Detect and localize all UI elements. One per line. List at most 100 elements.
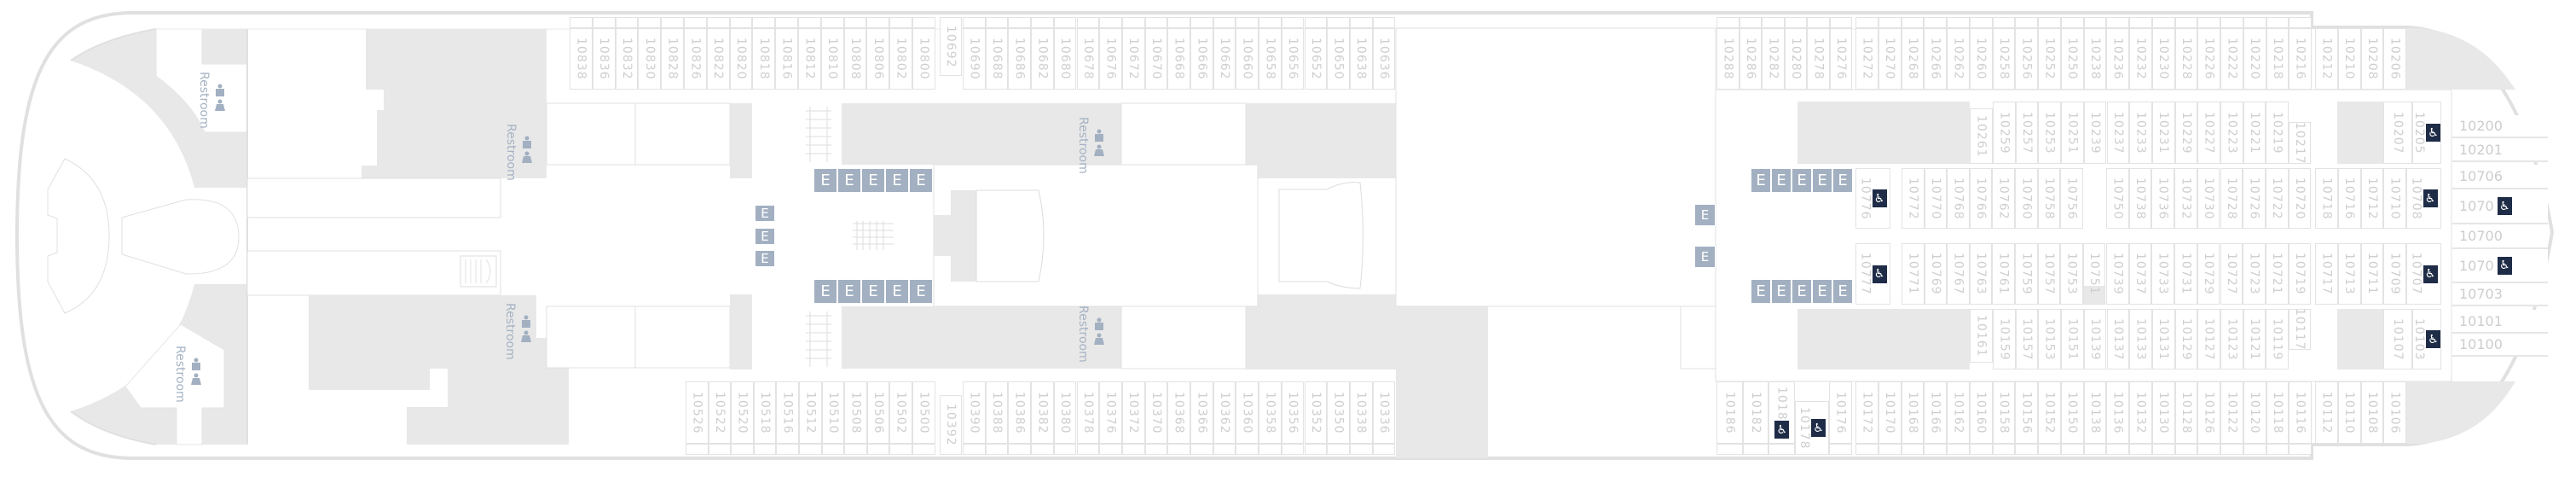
cabin[interactable]: 10212: [2315, 28, 2338, 90]
cabin[interactable]: 10672: [1121, 28, 1145, 90]
cabin[interactable]: 10512: [799, 381, 822, 444]
cabin[interactable]: 10770: [1924, 168, 1948, 229]
cabin[interactable]: 10151: [2061, 309, 2084, 369]
cabin[interactable]: 10713: [2337, 243, 2361, 305]
cabin[interactable]: 10168: [1901, 381, 1925, 444]
cabin[interactable]: 10758: [2037, 168, 2061, 229]
cabin[interactable]: 10636: [1372, 28, 1396, 90]
cabin[interactable]: 10156: [2015, 381, 2038, 444]
cabin[interactable]: 10101: [2452, 310, 2548, 334]
cabin[interactable]: 10756: [2060, 168, 2083, 229]
cabin[interactable]: 10130: [2151, 381, 2175, 444]
cabin[interactable]: 10772: [1902, 168, 1925, 229]
cabin[interactable]: 10221: [2243, 102, 2266, 164]
cabin[interactable]: 10816: [775, 28, 798, 90]
cabin[interactable]: 10378: [1076, 381, 1100, 444]
cabin[interactable]: 10372: [1121, 381, 1145, 444]
cabin[interactable]: 10139: [2083, 309, 2107, 369]
cabin[interactable]: 10769: [1924, 243, 1948, 305]
cabin[interactable]: 10127: [2197, 309, 2220, 369]
cabin[interactable]: 10256: [2015, 28, 2038, 90]
cabin[interactable]: 10250: [2060, 28, 2084, 90]
cabin[interactable]: 10133: [2129, 309, 2152, 369]
cabin[interactable]: 10128: [2174, 381, 2198, 444]
cabin[interactable]: 10522: [708, 381, 732, 444]
cabin[interactable]: 10120: [2243, 381, 2266, 444]
cabin[interactable]: 10272: [1855, 28, 1878, 90]
cabin[interactable]: 10137: [2106, 309, 2130, 369]
cabin[interactable]: 10836: [592, 28, 616, 90]
cabin[interactable]: 10100: [2452, 334, 2548, 357]
cabin[interactable]: 10806: [866, 28, 890, 90]
cabin[interactable]: 10237: [2106, 102, 2130, 164]
cabin[interactable]: 10278: [1807, 28, 1830, 90]
cabin[interactable]: 10838: [570, 28, 593, 90]
cabin[interactable]: 10129: [2174, 309, 2198, 369]
cabin[interactable]: 10366: [1190, 381, 1213, 444]
cabin[interactable]: 10767: [1947, 243, 1970, 305]
cabin[interactable]: 10170: [1878, 381, 1902, 444]
cabin[interactable]: 10820: [729, 28, 753, 90]
cabin[interactable]: 10810: [820, 28, 844, 90]
cabin[interactable]: 10268: [1901, 28, 1925, 90]
cabin[interactable]: 10828: [661, 28, 684, 90]
cabin[interactable]: 10150: [2060, 381, 2084, 444]
cabin[interactable]: 10382: [1031, 381, 1054, 444]
cabin[interactable]: 10229: [2174, 102, 2198, 164]
cabin[interactable]: 10131: [2151, 309, 2175, 369]
cabin[interactable]: 10286: [1739, 28, 1762, 90]
cabin[interactable]: 10108: [2360, 381, 2384, 444]
cabin[interactable]: 10666: [1190, 28, 1213, 90]
cabin[interactable]: 10716: [2337, 168, 2361, 229]
cabin[interactable]: 10121: [2243, 309, 2266, 369]
cabin[interactable]: 10776♿: [1855, 168, 1890, 229]
cabin[interactable]: 10362: [1213, 381, 1236, 444]
cabin[interactable]: 10726: [2243, 168, 2266, 229]
cabin[interactable]: 10162: [1947, 381, 1970, 444]
cabin[interactable]: 10233: [2129, 102, 2152, 164]
cabin[interactable]: 10732: [2174, 168, 2197, 229]
cabin[interactable]: 10826: [684, 28, 707, 90]
cabin[interactable]: 10727: [2220, 243, 2243, 305]
cabin[interactable]: 10822: [706, 28, 730, 90]
cabin[interactable]: 10176: [1829, 381, 1852, 444]
cabin[interactable]: 10721: [2265, 243, 2289, 305]
cabin[interactable]: 10710: [2383, 168, 2406, 229]
cabin[interactable]: 10388: [985, 381, 1009, 444]
cabin[interactable]: 10251: [2061, 102, 2084, 164]
cabin[interactable]: 10106: [2383, 381, 2406, 444]
cabin[interactable]: 10352: [1304, 381, 1328, 444]
cabin[interactable]: 10771: [1902, 243, 1925, 305]
cabin[interactable]: 10157: [2015, 309, 2039, 369]
cabin[interactable]: 10719: [2288, 243, 2312, 305]
cabin[interactable]: 10723: [2243, 243, 2266, 305]
cabin[interactable]: 10257: [2015, 102, 2039, 164]
cabin[interactable]: 10692: [940, 17, 962, 76]
cabin[interactable]: 10662: [1213, 28, 1236, 90]
cabin[interactable]: 10738: [2128, 168, 2152, 229]
cabin[interactable]: 10368: [1167, 381, 1190, 444]
cabin[interactable]: 10238: [2083, 28, 2107, 90]
cabin[interactable]: 10356: [1281, 381, 1305, 444]
cabin[interactable]: 10218: [2266, 28, 2289, 90]
cabin[interactable]: 10116: [2289, 381, 2312, 444]
cabin[interactable]: 10358: [1259, 381, 1282, 444]
cabin[interactable]: 10122: [2220, 381, 2243, 444]
cabin[interactable]: 10652: [1304, 28, 1328, 90]
cabin[interactable]: 10226: [2197, 28, 2220, 90]
cabin[interactable]: 10737: [2128, 243, 2152, 305]
cabin[interactable]: 10730: [2197, 168, 2220, 229]
cabin[interactable]: 10228: [2174, 28, 2198, 90]
cabin[interactable]: 10261: [1970, 108, 1993, 164]
cabin[interactable]: 10386: [1008, 381, 1032, 444]
cabin[interactable]: 10768: [1947, 168, 1970, 229]
cabin[interactable]: 10259: [1993, 102, 2016, 164]
cabin[interactable]: 10638: [1349, 28, 1373, 90]
cabin[interactable]: 10231: [2151, 102, 2175, 164]
cabin[interactable]: 10751: [2082, 243, 2106, 305]
cabin[interactable]: 10205♿: [2412, 102, 2441, 164]
cabin[interactable]: 10126: [2197, 381, 2220, 444]
cabin[interactable]: 10158: [1992, 381, 2016, 444]
cabin[interactable]: 10376: [1099, 381, 1122, 444]
cabin[interactable]: 10236: [2106, 28, 2129, 90]
